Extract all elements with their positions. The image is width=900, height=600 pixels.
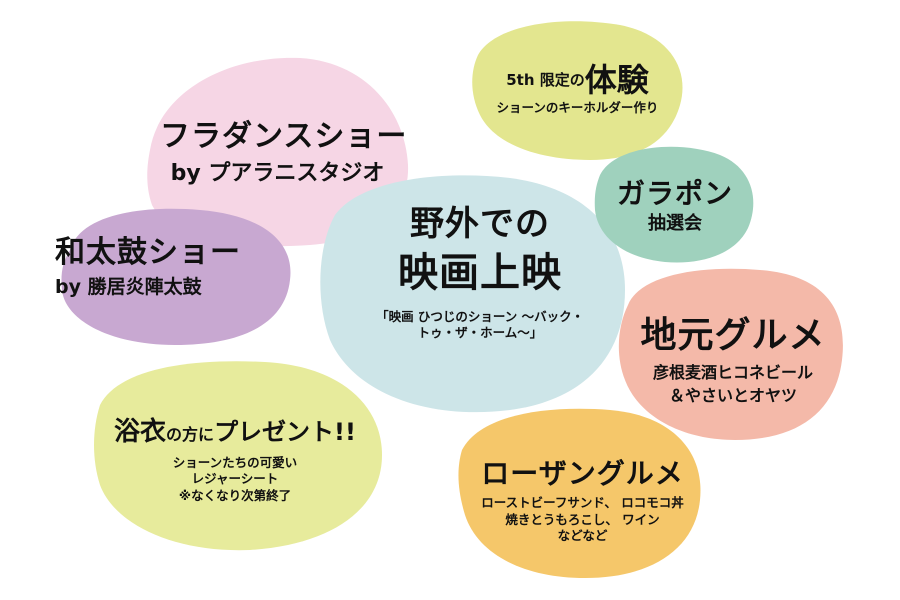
- experience-heading: 5th 限定の体験: [470, 62, 685, 99]
- gourmet-local-title: 地元グルメ: [640, 315, 826, 356]
- movie-sub-1: 「映画 ひつじのショーン ～バック・: [376, 309, 584, 325]
- gourmet-local-card: 地元グルメ 彦根麦酒ヒコネビール ＆やさいとオヤツ: [628, 315, 838, 405]
- taiko-blob: [61, 208, 291, 345]
- rosa-sub-2: 焼きとうもろこし、 ワイン: [505, 511, 660, 527]
- movie-card: 野外での 映画上映 「映画 ひつじのショーン ～バック・ トゥ・ザ・ホーム～」: [350, 204, 610, 341]
- experience-prefix: 5th 限定の: [506, 70, 585, 89]
- gourmet-local-sub-2: ＆やさいとオヤツ: [668, 385, 797, 405]
- gourmet-local-blob: [618, 268, 843, 440]
- taiko-card: 和太鼓ショー by 勝居炎陣太鼓: [55, 235, 280, 298]
- movie-title-1-text: 野外での: [410, 204, 550, 244]
- yukata-title-3: プレゼント!!: [214, 418, 356, 446]
- taiko-sub: by 勝居炎陣太鼓: [55, 275, 202, 298]
- hula-blob: [147, 57, 409, 247]
- yukata-blob: [94, 361, 382, 551]
- rosa-sub-1: ローストビーフサンド、 ロコモコ丼: [481, 495, 684, 511]
- movie-title-1: 野外での: [350, 204, 610, 244]
- experience-card: 5th 限定の体験 ショーンのキーホルダー作り: [470, 62, 685, 115]
- gourmet-local-sub-1: 彦根麦酒ヒコネビール: [652, 363, 813, 383]
- movie-sub-2: トゥ・ザ・ホーム～」: [417, 325, 543, 341]
- hula-sub: by プアラニスタジオ: [170, 160, 385, 186]
- experience-sub: ショーンのキーホルダー作り: [496, 99, 659, 115]
- garapon-blob: [594, 146, 754, 263]
- movie-title-2: 映画上映: [398, 250, 562, 297]
- garapon-sub: 抽選会: [648, 213, 702, 235]
- garapon-title: ガラポン: [616, 177, 733, 210]
- experience-blob: [472, 21, 683, 160]
- yukata-heading: 浴衣の方にプレゼント!!: [95, 417, 375, 448]
- yukata-title-2: の方に: [166, 425, 215, 444]
- rosa-card: ローザングルメ ローストビーフサンド、 ロコモコ丼 焼きとうもろこし、 ワイン …: [455, 457, 710, 543]
- rosa-blob: [458, 408, 701, 578]
- rosa-sub-3: などなど: [557, 527, 608, 543]
- rosa-title: ローザングルメ: [481, 457, 684, 490]
- taiko-title: 和太鼓ショー: [55, 235, 241, 270]
- yukata-sub-1: ショーンたちの可愛い: [172, 454, 298, 470]
- yukata-title-1: 浴衣: [114, 417, 167, 447]
- yukata-card: 浴衣の方にプレゼント!! ショーンたちの可愛い レジャーシート ※なくなり次第終…: [95, 417, 375, 503]
- yukata-sub-3: ※なくなり次第終了: [178, 487, 292, 503]
- garapon-card: ガラポン 抽選会: [600, 177, 750, 235]
- hula-card: フラダンスショー by プアラニスタジオ: [160, 119, 408, 186]
- hula-title: フラダンスショー: [160, 119, 408, 154]
- yukata-sub-2: レジャーシート: [191, 471, 279, 487]
- movie-blob: [320, 175, 625, 413]
- experience-title: 体験: [584, 61, 649, 99]
